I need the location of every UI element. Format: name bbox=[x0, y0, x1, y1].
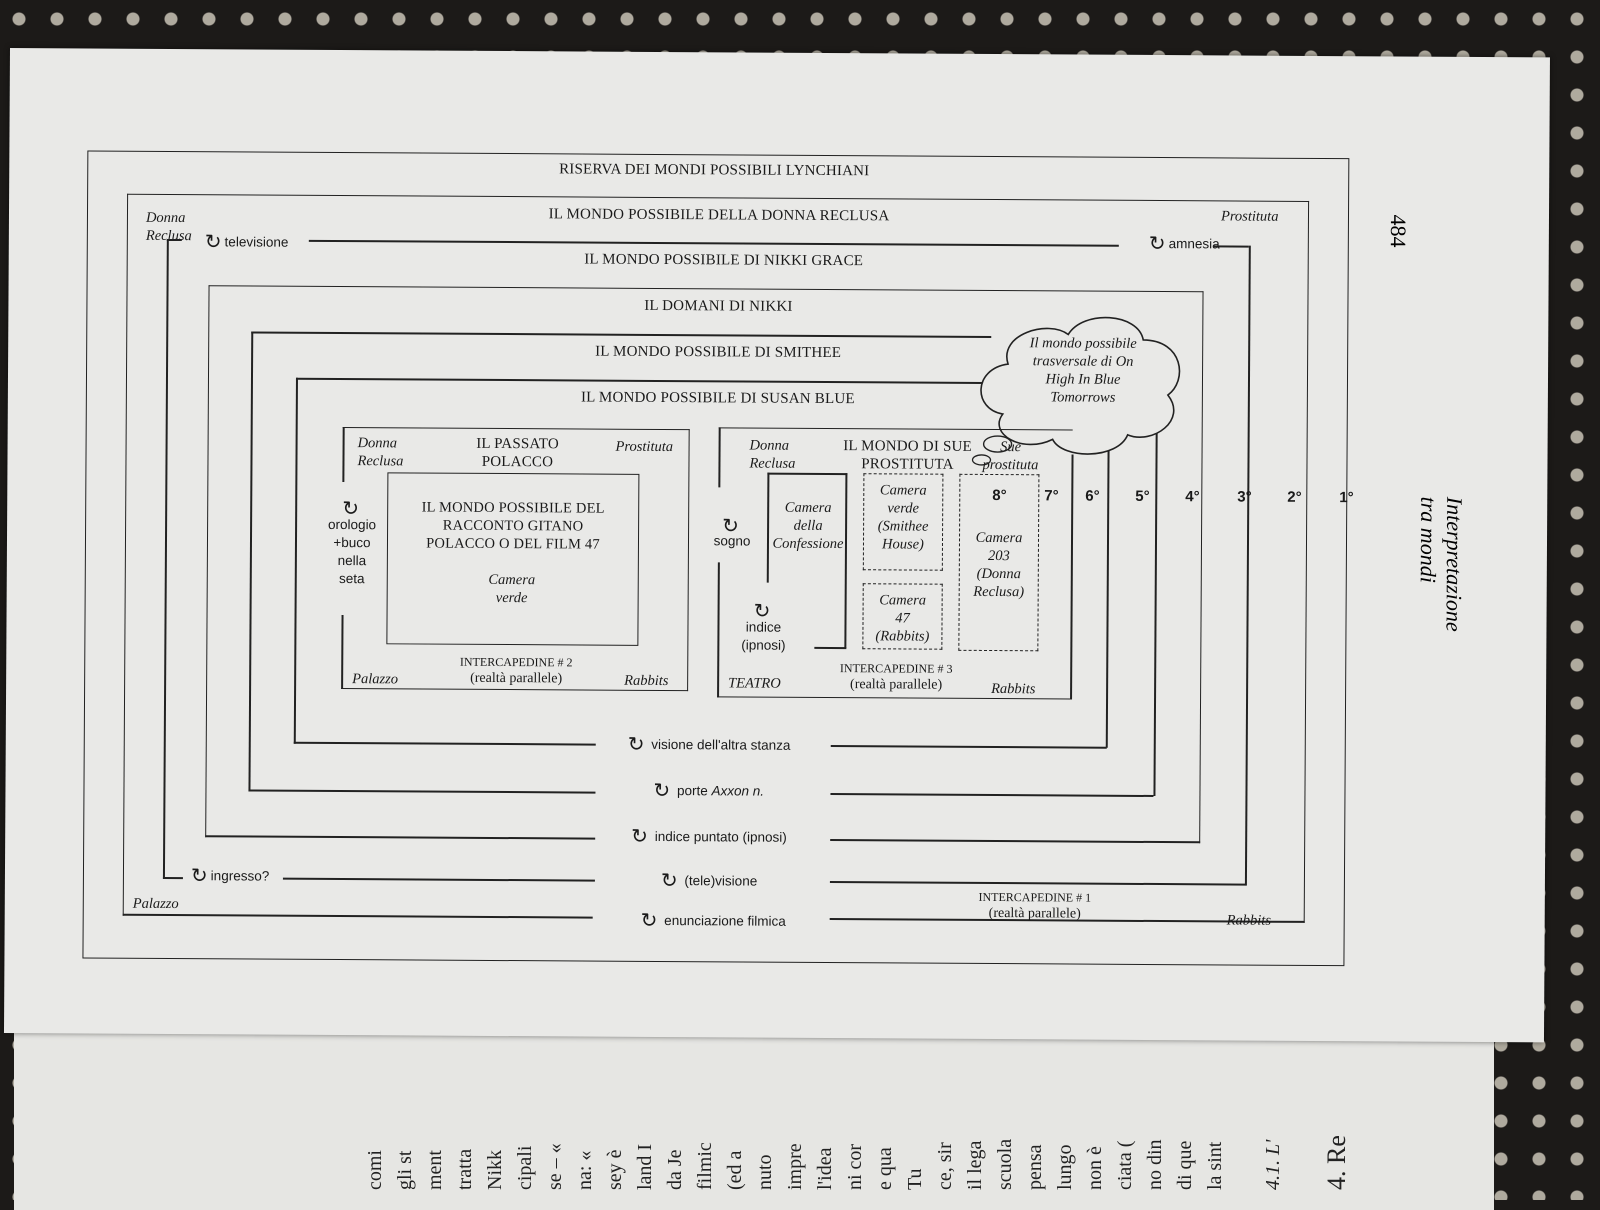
facing-text-line: no din bbox=[1144, 1139, 1166, 1190]
room-confession: Camera della Confessione bbox=[772, 499, 844, 553]
facing-text-line: ni cor bbox=[844, 1143, 866, 1190]
transition-televisione: ↻televisione bbox=[204, 229, 289, 254]
facing-text-line: il lega bbox=[964, 1140, 986, 1190]
loop-icon: ↻ bbox=[1148, 230, 1166, 256]
room-green: Camera verde (Smithee House) bbox=[877, 482, 929, 553]
facing-text-line: di que bbox=[1174, 1140, 1196, 1190]
facing-text-line: (ed a bbox=[724, 1150, 746, 1190]
facing-text-line: gli st bbox=[394, 1150, 416, 1190]
transition-ingresso: ↻ingresso? bbox=[190, 863, 270, 888]
loop-icon: ↻ bbox=[753, 598, 771, 623]
loop-icon: ↻ bbox=[653, 777, 671, 803]
sue-world-title: IL MONDO DI SUE PROSTITUTA bbox=[843, 438, 972, 473]
polish-bottom-left: Palazzo bbox=[352, 671, 399, 688]
cloud-shape bbox=[971, 316, 1181, 466]
recluse-bottom-left: Palazzo bbox=[132, 895, 179, 913]
transition-sogno: ↻ sogno bbox=[713, 513, 751, 549]
loop-icon: ↻ bbox=[204, 229, 222, 254]
gap-1-label: INTERCAPEDINE # 1 bbox=[978, 889, 1092, 905]
facing-text-line: se – « bbox=[544, 1143, 566, 1190]
loop-icon: ↻ bbox=[640, 907, 658, 932]
susan-world-title: IL MONDO POSSIBILE DI SUSAN BLUE bbox=[580, 389, 855, 408]
transition-tele-visione: ↻ (tele)visione bbox=[660, 867, 758, 893]
recluse-world-title: IL MONDO POSSIBILE DELLA DONNA RECLUSA bbox=[548, 206, 890, 225]
loop-icon: ↻ bbox=[660, 867, 678, 893]
recluse-top-right: Prostituta bbox=[1220, 208, 1279, 225]
loop-icon: ↻ bbox=[627, 731, 645, 756]
level-8: 8° bbox=[992, 487, 1007, 505]
level-5: 5° bbox=[1135, 487, 1150, 505]
facing-subheading: 4.1. L' bbox=[1262, 1139, 1284, 1190]
room-47: Camera 47 (Rabbits) bbox=[875, 592, 930, 645]
facing-text-line: Nikk bbox=[484, 1150, 506, 1190]
facing-text-line: nuto bbox=[754, 1154, 776, 1190]
loop-icon: ↻ bbox=[342, 496, 360, 521]
facing-text-line: e qua bbox=[874, 1147, 896, 1190]
nikki-tomorrow-title: IL DOMANI DI NIKKI bbox=[644, 297, 793, 315]
gap-1-sub: (realtà parallele) bbox=[988, 905, 1081, 922]
running-head: Interpretazione tra mondi bbox=[1415, 496, 1468, 632]
facing-text-line: filmic bbox=[694, 1142, 716, 1190]
facing-heading: 4. Re bbox=[1322, 1135, 1351, 1190]
loop-icon: ↻ bbox=[722, 513, 740, 538]
facing-text-line: scuola bbox=[994, 1138, 1016, 1190]
level-1: 1° bbox=[1339, 489, 1354, 507]
level-4: 4° bbox=[1185, 488, 1200, 506]
recluse-bottom-right: Rabbits bbox=[1226, 912, 1272, 929]
facing-text-line: la sint bbox=[1204, 1141, 1226, 1190]
facing-text-line: ment bbox=[424, 1150, 446, 1190]
facing-text-line: Tu bbox=[904, 1168, 926, 1190]
facing-text-line: impre bbox=[784, 1143, 806, 1190]
level-2: 2° bbox=[1287, 488, 1302, 506]
facing-text-line: l'idea bbox=[814, 1147, 836, 1190]
cloud-text: Il mondo possibile trasversale di On Hig… bbox=[1029, 335, 1137, 406]
sue-top-left: Donna Reclusa bbox=[749, 437, 796, 472]
nikki-world-title: IL MONDO POSSIBILE DI NIKKI GRACE bbox=[584, 251, 864, 270]
facing-text-line: ciata ( bbox=[1114, 1140, 1136, 1190]
transition-porte: ↻ porte Axxon n. bbox=[653, 777, 765, 803]
facing-text-line: ce, sir bbox=[934, 1142, 956, 1190]
room-203: Camera 203 (Donna Reclusa) bbox=[973, 529, 1025, 601]
level-3: 3° bbox=[1237, 488, 1252, 506]
gitano-room: Camera verde bbox=[488, 571, 536, 607]
sue-bottom-left: TEATRO bbox=[728, 675, 781, 692]
polish-top-left: Donna Reclusa bbox=[357, 435, 404, 470]
transition-indice: ↻ indice (ipnosi) bbox=[741, 598, 786, 653]
sue-bottom-right: Rabbits bbox=[991, 681, 1036, 698]
facing-text-line: cipali bbox=[514, 1145, 536, 1190]
facing-page: 4. Re 4.1. L' la sint di que no din ciata (… bbox=[14, 1030, 1494, 1210]
facing-text-line: comi bbox=[364, 1150, 386, 1190]
facing-text-line: land I bbox=[634, 1143, 656, 1190]
polish-past-title: IL PASSATO POLACCO bbox=[476, 435, 559, 471]
transition-enunciazione: ↻ enunciazione filmica bbox=[640, 907, 786, 932]
polish-bottom-right: Rabbits bbox=[624, 672, 669, 690]
gap-3-label: INTERCAPEDINE # 3 bbox=[839, 661, 953, 676]
transition-indice-puntato: ↻ indice puntato (ipnosi) bbox=[631, 823, 787, 848]
facing-text-line: non è bbox=[1084, 1146, 1106, 1190]
book-page: RISERVA DEI MONDI POSSIBILI LYNCHIANI IL… bbox=[3, 48, 1550, 1043]
reserve-title: RISERVA DEI MONDI POSSIBILI LYNCHIANI bbox=[559, 161, 870, 180]
loop-icon: ↻ bbox=[190, 863, 208, 888]
transition-amnesia: ↻amnesia bbox=[1148, 230, 1220, 256]
facing-text-line: sey è bbox=[604, 1149, 626, 1190]
sue-top-right: Sue prostituta bbox=[982, 439, 1039, 474]
gap-2-sub: (realtà parallele) bbox=[470, 670, 563, 687]
smithee-world-title: IL MONDO POSSIBILE DI SMITHEE bbox=[595, 343, 842, 362]
level-6: 6° bbox=[1085, 487, 1100, 505]
facing-text-line: pensa bbox=[1024, 1144, 1046, 1190]
loop-icon: ↻ bbox=[631, 823, 649, 848]
gitano-title: IL MONDO POSSIBILE DEL RACCONTO GITANO P… bbox=[421, 499, 605, 553]
facing-text-line: na: « bbox=[574, 1150, 596, 1190]
level-7: 7° bbox=[1044, 487, 1059, 505]
page-number: 484 bbox=[1385, 214, 1412, 248]
polish-top-right: Prostituta bbox=[615, 438, 674, 456]
gap-3-sub: (realtà parallele) bbox=[850, 677, 943, 693]
facing-text-line: tratta bbox=[454, 1148, 476, 1190]
facing-text-line: da Je bbox=[664, 1149, 686, 1190]
transition-visione-stanza: ↻ visione dell'altra stanza bbox=[627, 731, 791, 756]
facing-text-line: lungo bbox=[1054, 1144, 1076, 1190]
gap-2-label: INTERCAPEDINE # 2 bbox=[459, 654, 573, 670]
transition-orologio: ↻ orologio +buco nella seta bbox=[328, 496, 377, 587]
